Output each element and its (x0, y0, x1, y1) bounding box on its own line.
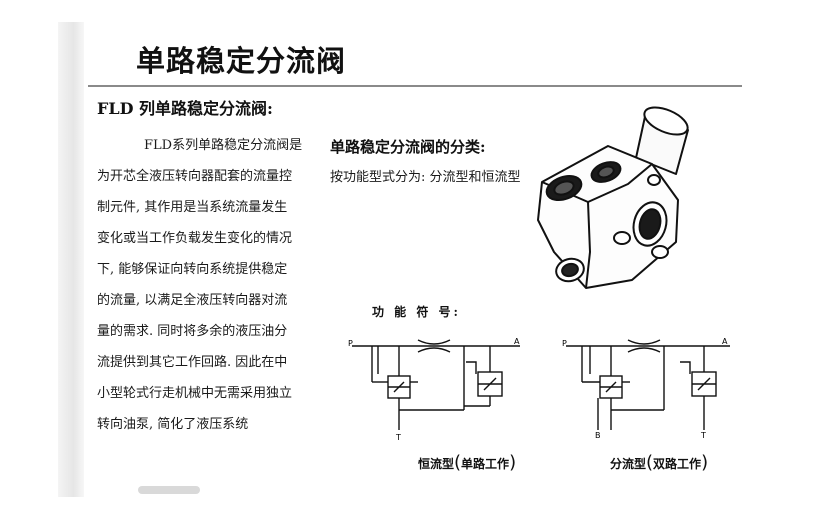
paragraph-line: 的流量, 以满足全液压转向器对流 (97, 293, 288, 308)
caption-paren-open: ( (454, 452, 462, 473)
paragraph-line: 转向油泵, 简化了液压系统 (97, 417, 249, 432)
classification-text: 按功能型式分为: 分流型和恒流型 (330, 170, 521, 185)
caption-constant-flow: 恒流型(单路工作) (418, 452, 516, 473)
hydraulic-symbol-constant-flow: P A T (348, 337, 520, 442)
title-divider (88, 85, 742, 87)
port-a-label: A (722, 337, 728, 346)
decorative-bar (138, 486, 200, 494)
caption-paren-close: ) (701, 452, 709, 473)
paragraph-line: FLD系列单路稳定分流阀是 (144, 138, 303, 153)
paragraph-line: 变化或当工作负载发生变化的情况 (97, 231, 293, 246)
paragraph-line: 为开芯全液压转向器配套的流量控 (97, 169, 293, 184)
paragraph-line: 流提供到其它工作回路. 因此在中 (97, 355, 288, 370)
caption-mode: 单路工作 (461, 457, 510, 471)
port-a-label: A (514, 337, 520, 346)
caption-main: 分流型 (610, 457, 647, 471)
paragraph-line: 量的需求. 同时将多余的液压油分 (97, 324, 288, 339)
port-p-label: P (562, 339, 567, 348)
symbol-label: 功 能 符 号: (372, 305, 461, 319)
paragraph-line: 小型轮式行走机械中无需采用独立 (97, 386, 293, 401)
caption-paren-close: ) (509, 452, 517, 473)
section-heading: FLD 列单路稳定分流阀: (97, 99, 273, 118)
decorative-band (58, 22, 84, 497)
port-b-label: B (595, 431, 601, 440)
slide-title: 单路稳定分流阀 (136, 44, 347, 78)
port-p-label: P (348, 339, 353, 348)
valve-illustration (537, 106, 689, 289)
hydraulic-symbol-divider-flow: P A B T (562, 337, 730, 440)
port-t-label: T (700, 431, 706, 440)
paragraph-line: 制元件, 其作用是当系统流量发生 (97, 200, 288, 215)
port-t-label: T (395, 433, 401, 442)
paragraph-line: 下, 能够保证向转向系统提供稳定 (97, 262, 288, 277)
caption-main: 恒流型 (418, 457, 455, 471)
caption-paren-open: ( (646, 452, 654, 473)
description-paragraph: FLD系列单路稳定分流阀是 为开芯全液压转向器配套的流量控 制元件, 其作用是当… (97, 130, 309, 440)
classification-heading: 单路稳定分流阀的分类: (330, 138, 486, 156)
caption-mode: 双路工作 (653, 457, 702, 471)
caption-divider-flow: 分流型(双路工作) (610, 452, 708, 473)
